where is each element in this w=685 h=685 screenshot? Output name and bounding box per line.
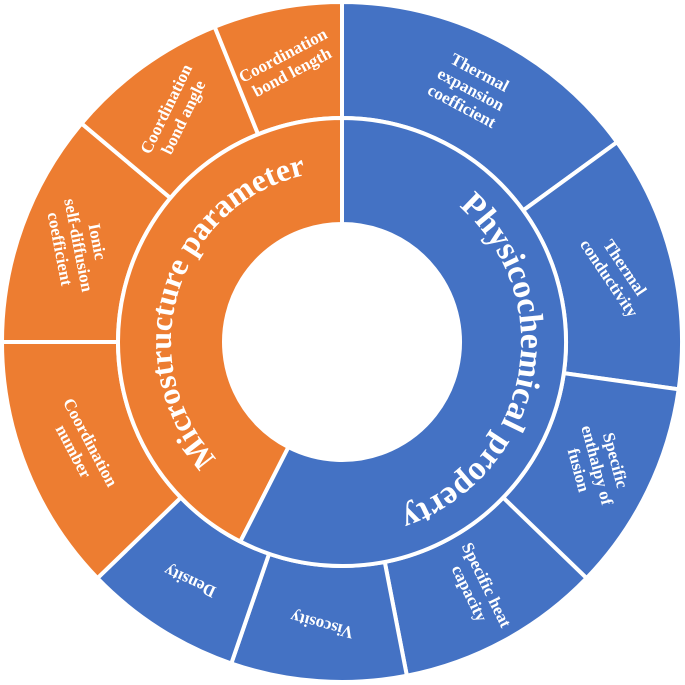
- inner-segment-1: [237, 115, 568, 568]
- inner-segment-0: [116, 115, 344, 545]
